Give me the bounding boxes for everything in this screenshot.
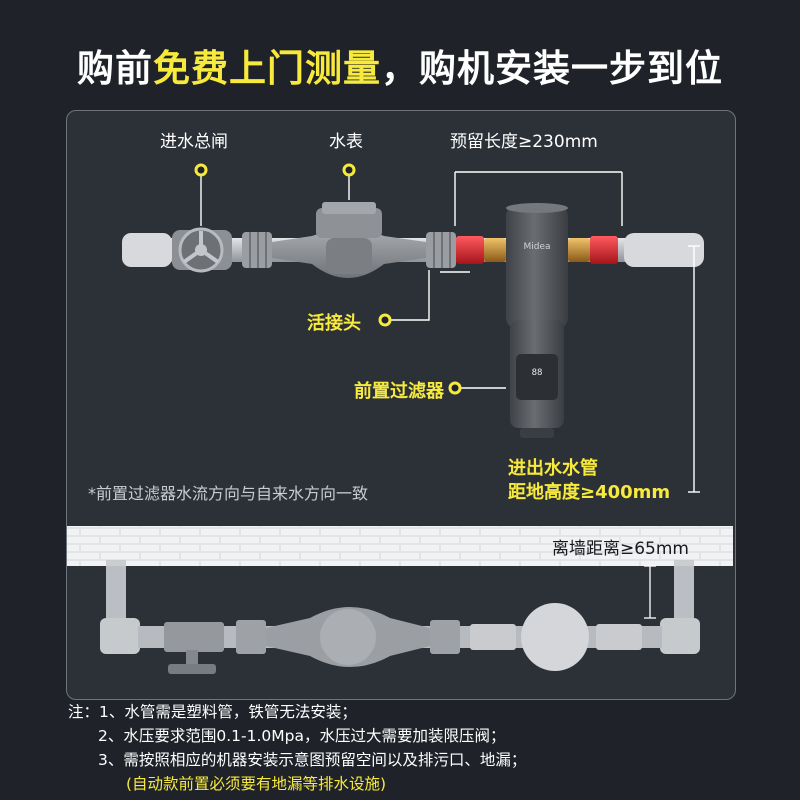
pipe-height-label-2: 距地高度≥400mm [508, 482, 671, 503]
brand-mark: Midea [523, 242, 550, 252]
pipe-height-label-1: 进出水水管 [508, 458, 598, 479]
headline: 购前免费上门测量，购机安装一步到位 [0, 38, 800, 92]
headline-highlight: 免费上门测量 [153, 47, 381, 90]
note-line-2: 2、水压要求范围0.1-1.0Mpa，水压过大需要加装限压阀； [98, 727, 506, 745]
diagram-panel [66, 110, 736, 700]
union-joint-label: 活接头 [307, 313, 361, 334]
union-right-meter [426, 232, 456, 268]
note-line-4: (自动款前置必须要有地漏等排水设施) [126, 775, 387, 793]
note-line-1: 注：1、水管需是塑料管，铁管无法安装； [68, 703, 357, 721]
note-line-3: 3、需按照相应的机器安装示意图预留空间以及排污口、地漏； [98, 751, 527, 769]
water-meter [272, 202, 426, 278]
water-meter-label: 水表 [329, 132, 363, 152]
reserved-length-label: 预留长度≥230mm [450, 132, 598, 152]
left-pipe-end [122, 233, 172, 267]
flow-direction-note: *前置过滤器水流方向与自来水方向一致 [88, 484, 369, 503]
pre-filter-unit: Midea 88 [506, 203, 568, 438]
pre-filter-label: 前置过滤器 [354, 381, 444, 402]
wall-strip [67, 526, 733, 566]
wall-distance-label: 离墙距离≥65mm [552, 539, 689, 559]
bottom-pipeline [100, 560, 700, 674]
callout-dots [194, 163, 462, 395]
union-left-meter [242, 232, 272, 268]
main-valve [172, 227, 232, 273]
headline-suffix: ，购机安装一步到位 [381, 47, 723, 90]
callouts [200, 171, 700, 493]
headline-prefix: 购前 [77, 47, 153, 90]
filter-head [506, 206, 568, 328]
main-valve-label: 进水总闸 [160, 132, 228, 152]
right-pipe-end [624, 233, 704, 267]
fitting-right [568, 236, 618, 264]
display-digits: 88 [532, 368, 543, 378]
fitting-left [456, 236, 506, 264]
